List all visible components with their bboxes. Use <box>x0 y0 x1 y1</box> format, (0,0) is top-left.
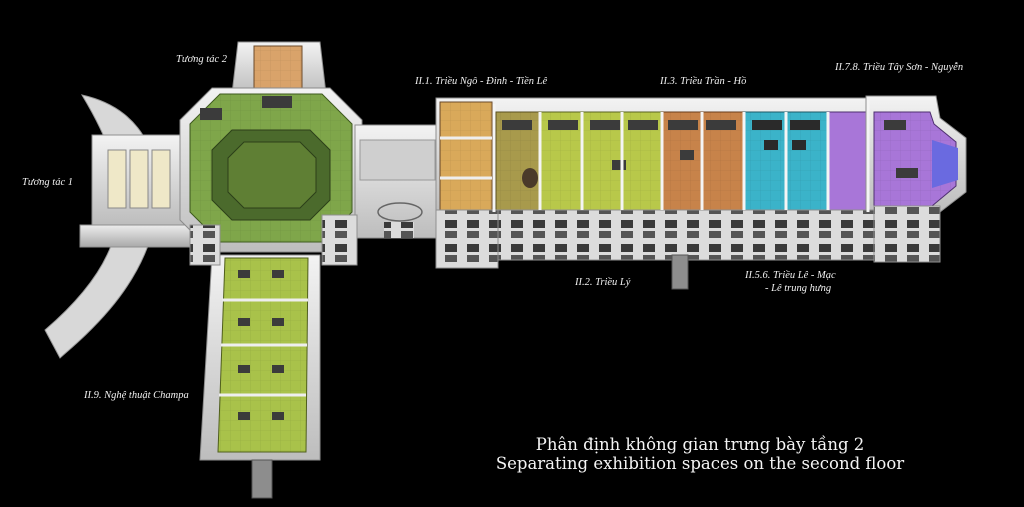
caption-vietnamese: Phân định không gian trưng bày tầng 2 <box>535 435 865 454</box>
label-tuong-tac-1: Tương tác 1 <box>22 177 73 188</box>
zone-tuong-tac-2 <box>231 41 327 95</box>
east-building <box>435 97 871 215</box>
zone-tuong-tac-1 <box>79 134 191 248</box>
caption-english: Separating exhibition spaces on the seco… <box>495 453 905 473</box>
label-tuong-tac-2: Tương tác 2 <box>176 54 227 65</box>
zone-ii78-a <box>827 111 871 211</box>
label-ii56-line2: - Lê trung hưng <box>765 283 832 294</box>
label-ii1: II.1. Triều Ngô - Đinh - Tiền Lê <box>415 76 548 87</box>
caption: Phân định không gian trưng bày tầng 2 Se… <box>440 435 960 474</box>
connecting-corridor <box>354 124 441 239</box>
label-ii3: II.3. Triều Trần - Hồ <box>660 76 747 87</box>
label-ii2: II.2. Triều Lý <box>575 277 631 288</box>
zone-ii78 <box>865 95 967 213</box>
label-ii56-line1: II.5.6. Triều Lê - Mạc <box>745 270 836 281</box>
label-ii78: II.7.8. Triều Tây Sơn - Nguyễn <box>835 62 964 73</box>
label-ii9: II.9. Nghệ thuật Champa <box>84 390 189 401</box>
partition-walls <box>492 100 870 212</box>
zone-octagon-hall <box>179 87 363 253</box>
facade-south <box>189 205 941 290</box>
zone-ii9-champa <box>199 254 321 499</box>
